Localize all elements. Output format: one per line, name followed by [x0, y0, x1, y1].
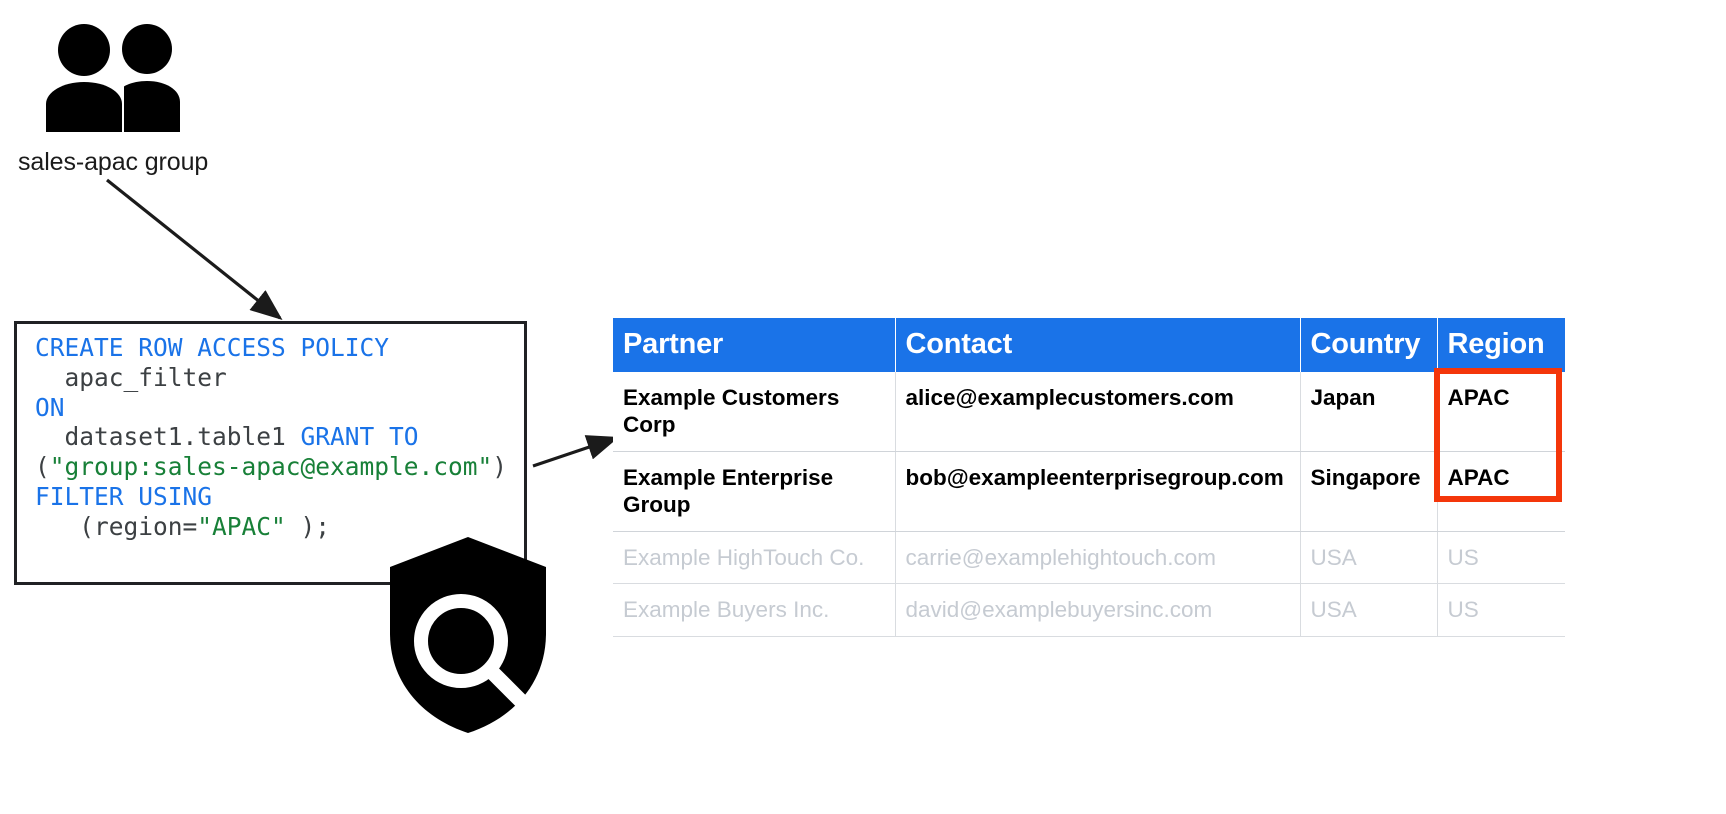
- results-table: Partner Contact Country Region Example C…: [613, 318, 1565, 637]
- arrow-group-to-policy: [106, 178, 283, 320]
- code-token-identifier: );: [285, 511, 331, 541]
- column-header-country: Country: [1300, 318, 1438, 372]
- cell-region: APAC: [1437, 372, 1565, 452]
- code-token-identifier: ): [492, 452, 508, 482]
- cell-country: USA: [1300, 583, 1438, 637]
- cell-country: USA: [1300, 531, 1438, 585]
- cell-contact: carrie@examplehightouch.com: [895, 531, 1301, 585]
- code-token-identifier: (region=: [35, 511, 198, 541]
- table-header-row: Partner Contact Country Region: [613, 318, 1565, 372]
- table-row: Example Enterprise Group bob@exampleente…: [613, 451, 1565, 532]
- code-token-keyword: ON: [35, 392, 65, 422]
- people-group-icon: [44, 22, 204, 134]
- cell-country: Singapore: [1300, 451, 1438, 532]
- group-node: sales-apac group: [18, 22, 238, 177]
- table-row: Example Buyers Inc. david@examplebuyersi…: [613, 583, 1565, 637]
- cell-partner: Example Buyers Inc.: [613, 583, 896, 637]
- shield-search-icon: [389, 537, 547, 733]
- policy-code-box: CREATE ROW ACCESS POLICY apac_filter ON …: [14, 321, 527, 585]
- code-token-string: "group:sales-apac@example.com": [49, 452, 493, 482]
- cell-region: US: [1437, 583, 1565, 637]
- code-token-identifier: apac_filter: [35, 362, 227, 392]
- code-token-string: "APAC": [197, 511, 286, 541]
- cell-partner: Example Customers Corp: [613, 372, 896, 452]
- cell-region: APAC: [1437, 451, 1565, 532]
- column-header-region: Region: [1437, 318, 1565, 372]
- cell-contact: david@examplebuyersinc.com: [895, 583, 1301, 637]
- column-header-partner: Partner: [613, 318, 896, 372]
- cell-partner: Example HighTouch Co.: [613, 531, 896, 585]
- people-group-icon-svg: [46, 24, 180, 132]
- cell-contact: bob@exampleenterprisegroup.com: [895, 451, 1301, 532]
- code-token-keyword: CREATE ROW ACCESS POLICY: [35, 333, 390, 362]
- cell-partner: Example Enterprise Group: [613, 451, 896, 532]
- cell-contact: alice@examplecustomers.com: [895, 372, 1301, 452]
- code-token-keyword: GRANT TO: [300, 422, 419, 452]
- code-token-identifier: (: [35, 452, 50, 482]
- column-header-contact: Contact: [895, 318, 1301, 372]
- cell-country: Japan: [1300, 372, 1438, 452]
- results-table-wrap: Partner Contact Country Region Example C…: [613, 318, 1565, 637]
- table-row: Example Customers Corp alice@examplecust…: [613, 372, 1565, 452]
- shield-search-icon-svg: [390, 537, 546, 733]
- code-token-keyword: FILTER USING: [35, 481, 213, 511]
- cell-region: US: [1437, 531, 1565, 585]
- table-row: Example HighTouch Co. carrie@examplehigh…: [613, 531, 1565, 585]
- policy-code-text: CREATE ROW ACCESS POLICY apac_filter ON …: [17, 324, 524, 542]
- code-token-identifier: dataset1.table1: [35, 422, 301, 452]
- arrow-policy-to-table: [532, 435, 620, 468]
- group-node-label: sales-apac group: [18, 148, 209, 176]
